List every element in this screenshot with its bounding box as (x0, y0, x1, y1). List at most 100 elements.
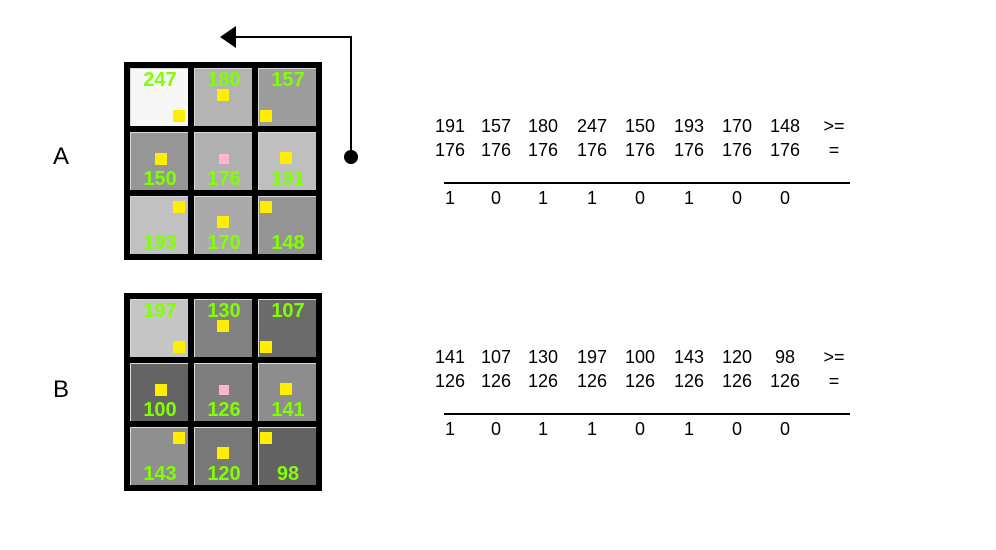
pixel-value: 176 (207, 168, 241, 190)
threshold-values-row-operator: = (828, 140, 840, 160)
threshold-values-row-value: 126 (624, 371, 656, 391)
pixel-cell-top-left: 247 (130, 68, 188, 126)
neighbor-values-row-value: 107 (480, 347, 512, 367)
pixel-cell-middle-right: 141 (258, 363, 316, 421)
pixel-value: 150 (143, 168, 177, 190)
neighbor-values-row-value: 141 (434, 347, 466, 367)
center-pixel-marker (219, 154, 229, 164)
neighbor-pixel-marker (217, 89, 229, 101)
binary-result-row-value: 0 (490, 188, 501, 208)
binary-result-row-value: 1 (537, 419, 548, 439)
binary-result-row-value: 1 (444, 419, 455, 439)
binary-result-row-value: 1 (444, 188, 455, 208)
binary-result-row-value: 0 (634, 188, 645, 208)
pixel-value: 193 (143, 232, 177, 254)
pixel-cell-center: 176 (194, 132, 252, 190)
pixel-value: 157 (271, 69, 305, 91)
binary-result-row-value: 1 (683, 419, 694, 439)
binary-result-row-value: 0 (490, 419, 501, 439)
neighbor-pixel-marker (155, 153, 167, 165)
threshold-values-row-value: 176 (527, 140, 559, 160)
neighbor-values-row-value: 193 (673, 116, 705, 136)
pixel-value: 120 (207, 463, 241, 485)
pixel-grid-a: 247 180 157 150 176 191 193 170 148 (124, 62, 322, 260)
neighbor-values-row-value: 191 (434, 116, 466, 136)
pixel-value: 197 (143, 300, 177, 322)
pixel-value: 247 (143, 69, 177, 91)
neighbor-values-row-value: 120 (721, 347, 753, 367)
pixel-cell-bottom-right: 148 (258, 196, 316, 254)
pixel-cell-bottom-center: 120 (194, 427, 252, 485)
pixel-value: 141 (271, 399, 305, 421)
neighbor-values-row-operator: >= (823, 116, 845, 136)
center-pixel-marker (219, 385, 229, 395)
threshold-values-row-value: 176 (673, 140, 705, 160)
threshold-values-row-value: 126 (721, 371, 753, 391)
pixel-cell-bottom-center: 170 (194, 196, 252, 254)
pixel-cell-middle-left: 100 (130, 363, 188, 421)
pixel-cell-middle-right: 191 (258, 132, 316, 190)
pixel-cell-top-center: 180 (194, 68, 252, 126)
neighbor-pixel-marker (260, 432, 272, 444)
pixel-value: 191 (271, 168, 305, 190)
pixel-value: 170 (207, 232, 241, 254)
pixel-value: 130 (207, 300, 241, 322)
pixel-cell-bottom-right: 98 (258, 427, 316, 485)
neighbor-values-row-value: 180 (527, 116, 559, 136)
pixel-value: 107 (271, 300, 305, 322)
neighbor-pixel-marker (260, 201, 272, 213)
threshold-values-row-value: 176 (434, 140, 466, 160)
neighbor-pixel-marker (173, 201, 185, 213)
result-divider (444, 413, 850, 415)
binary-result-row-value: 0 (634, 419, 645, 439)
pixel-cell-middle-left: 150 (130, 132, 188, 190)
pixel-cell-top-left: 197 (130, 299, 188, 357)
pixel-value: 180 (207, 69, 241, 91)
neighbor-pixel-marker (260, 110, 272, 122)
threshold-values-row-value: 176 (576, 140, 608, 160)
binary-result-row-value: 1 (537, 188, 548, 208)
threshold-values-row-value: 176 (480, 140, 512, 160)
threshold-values-row-value: 176 (624, 140, 656, 160)
pixel-grid-b: 197 130 107 100 126 141 143 120 98 (124, 293, 322, 491)
threshold-values-row-value: 126 (480, 371, 512, 391)
binary-result-row-value: 0 (731, 419, 742, 439)
panel-label-b: B (52, 376, 69, 403)
panel-label-a: A (52, 143, 69, 170)
pixel-cell-bottom-left: 143 (130, 427, 188, 485)
pixel-value: 126 (207, 399, 241, 421)
pixel-value: 100 (143, 399, 177, 421)
binary-result-row-value: 0 (731, 188, 742, 208)
neighbor-values-row-value: 130 (527, 347, 559, 367)
neighbor-values-row-value: 100 (624, 347, 656, 367)
pixel-cell-top-right: 157 (258, 68, 316, 126)
binary-result-row-value: 1 (586, 419, 597, 439)
pixel-cell-center: 126 (194, 363, 252, 421)
neighbor-values-row-value: 150 (624, 116, 656, 136)
neighbor-pixel-marker (260, 341, 272, 353)
threshold-values-row-value: 176 (769, 140, 801, 160)
neighbor-pixel-marker (280, 152, 292, 164)
neighbor-pixel-marker (217, 216, 229, 228)
threshold-values-row-value: 126 (527, 371, 559, 391)
neighbor-values-row-value: 170 (721, 116, 753, 136)
pixel-value: 143 (143, 463, 177, 485)
threshold-values-row-value: 176 (721, 140, 753, 160)
threshold-values-row-value: 126 (769, 371, 801, 391)
neighbor-values-row-value: 98 (774, 347, 796, 367)
pixel-cell-bottom-left: 193 (130, 196, 188, 254)
result-divider (444, 182, 850, 184)
binary-result-row-value: 1 (586, 188, 597, 208)
threshold-values-row-value: 126 (673, 371, 705, 391)
binary-result-row-value: 0 (779, 188, 790, 208)
neighbor-pixel-marker (155, 384, 167, 396)
neighbor-values-row-value: 157 (480, 116, 512, 136)
threshold-values-row: 176 176 176 176 176 176 176 176 = (435, 140, 864, 162)
neighbor-pixel-marker (217, 320, 229, 332)
pixel-value: 98 (276, 463, 300, 485)
